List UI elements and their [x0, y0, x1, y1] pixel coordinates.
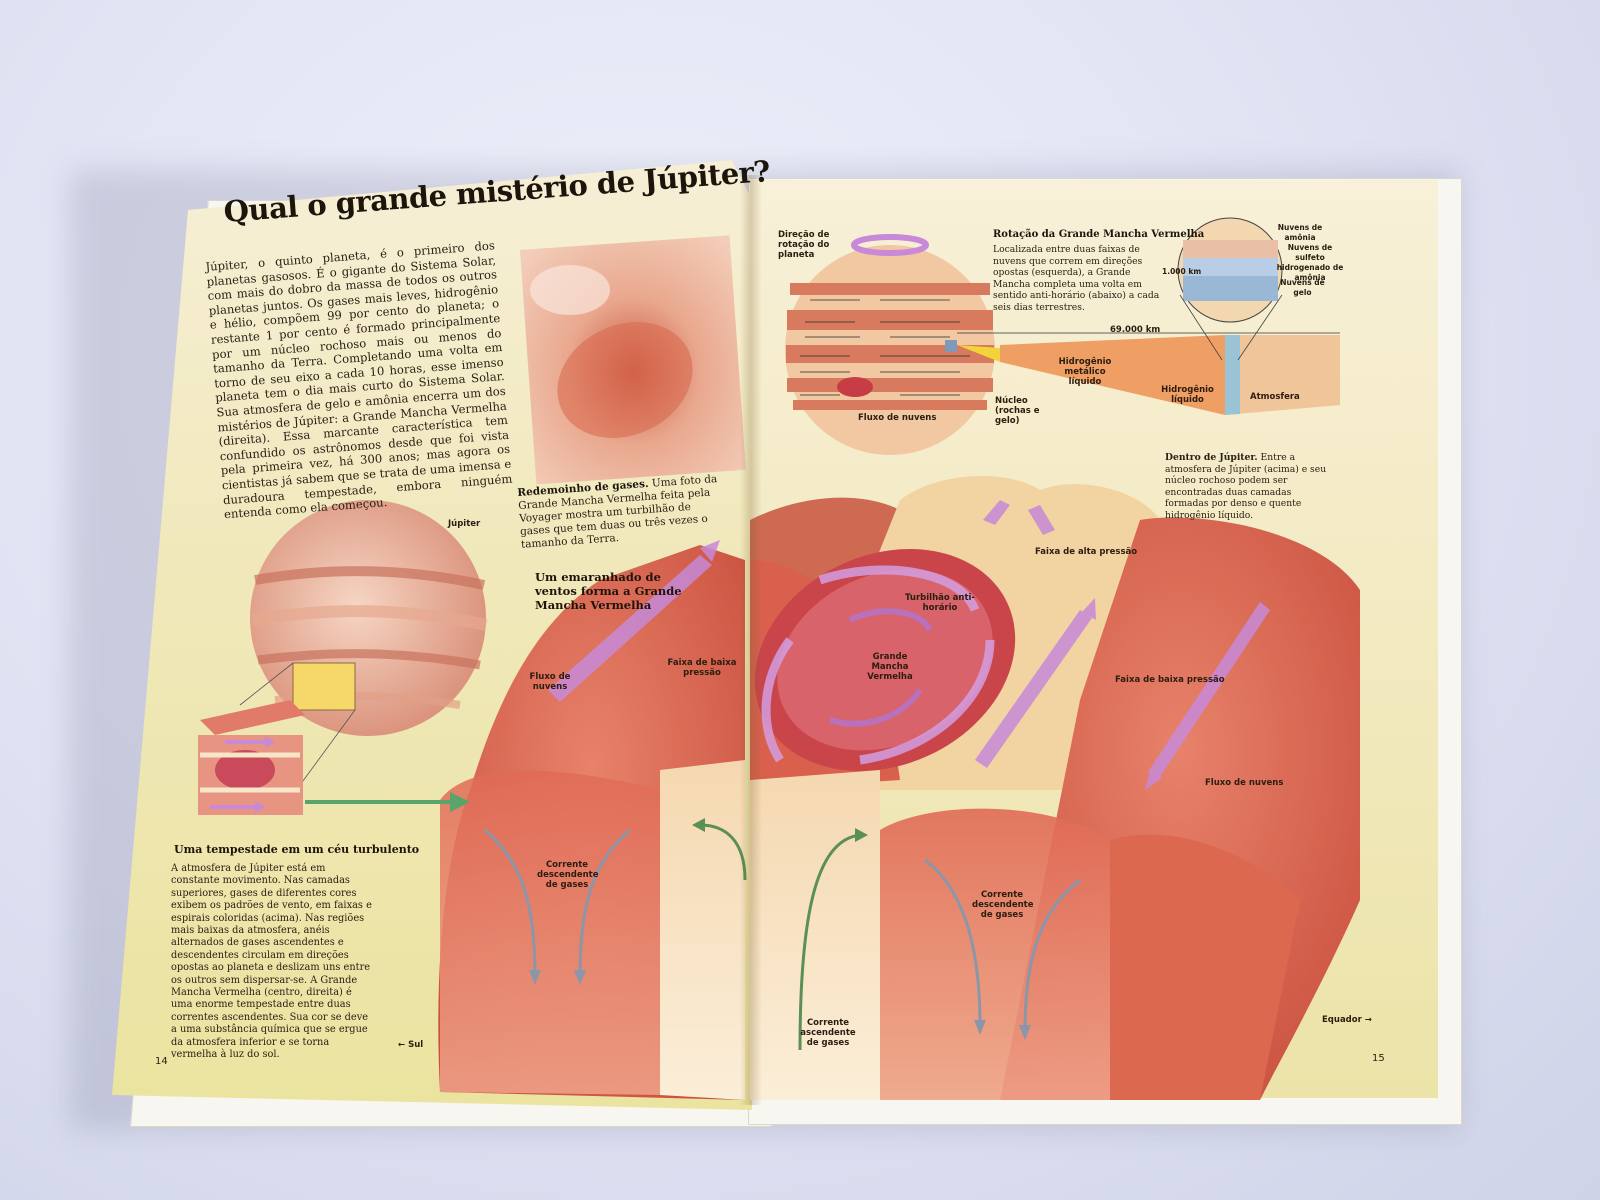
equator-label: Equador →	[1322, 1015, 1372, 1025]
great-red-spot-label: Grande Mancha Vermelha	[867, 652, 913, 682]
interior-caption-text: Entre a atmosfera de Júpiter (acima) e s…	[1165, 452, 1327, 521]
liquid-hydrogen-label: Hidrogênio líquido	[1161, 385, 1214, 405]
low-pressure-label-left: Faixa de baixa pressão	[667, 658, 737, 678]
interior-caption-title: Dentro de Júpiter.	[1165, 452, 1258, 463]
page-number-left: 14	[155, 1056, 168, 1067]
rotation-text: Localizada entre duas faixas de nuvens q…	[993, 244, 1160, 313]
south-label: ← Sul	[398, 1040, 424, 1050]
high-pressure-label: Faixa de alta pressão	[1035, 547, 1138, 557]
anticlockwise-label: Turbilhão anti-horário	[905, 593, 975, 613]
book-gutter	[740, 175, 762, 1105]
descending-label-left: Corrente descendente de gases	[537, 860, 599, 890]
low-pressure-label-right: Faixa de baixa pressão	[1115, 675, 1225, 685]
width-label: 69.000 km	[1110, 325, 1161, 335]
ascending-label: Corrente ascendente de gases	[800, 1018, 856, 1048]
rotation-heading: Rotação da Grande Mancha Vermelha	[993, 229, 1205, 240]
metallic-hydrogen-label: Hidrogênio metálico líquido	[1058, 357, 1112, 387]
atmosphere-label: Atmosfera	[1250, 392, 1300, 402]
cloud-flow-label-right: Fluxo de nuvens	[1205, 778, 1284, 788]
core-label: Núcleo (rochas e gelo)	[995, 396, 1040, 426]
page-number-right: 15	[1372, 1053, 1385, 1064]
ammonia-clouds-label: Nuvens de amônia	[1277, 223, 1323, 242]
rotation-direction-label: Direção de rotação do planeta	[778, 230, 830, 260]
depth-label: 1.000 km	[1162, 267, 1202, 276]
descending-label-right: Corrente descendente de gases	[972, 890, 1034, 920]
storm-heading: Uma tempestade em um céu turbulento	[174, 843, 420, 856]
jupiter-label: Júpiter	[448, 519, 481, 529]
cloud-flow-label-left: Fluxo de nuvens	[529, 672, 571, 692]
interior-caption: Dentro de Júpiter. Entre a atmosfera de …	[1165, 452, 1335, 521]
ice-clouds-label: Nuvens de gelo	[1280, 278, 1325, 297]
intro-paragraph: Júpiter, o quinto planeta, é o primeiro …	[205, 238, 513, 522]
tangle-heading: Um emaranhado de ventos forma a Grande M…	[535, 570, 682, 612]
cloud-flow-label-top: Fluxo de nuvens	[858, 413, 937, 423]
storm-text: A atmosfera de Júpiter está em constante…	[171, 863, 372, 1061]
sulfide-clouds-label: Nuvens de sulfeto hidrogenado de amônia	[1276, 243, 1344, 282]
